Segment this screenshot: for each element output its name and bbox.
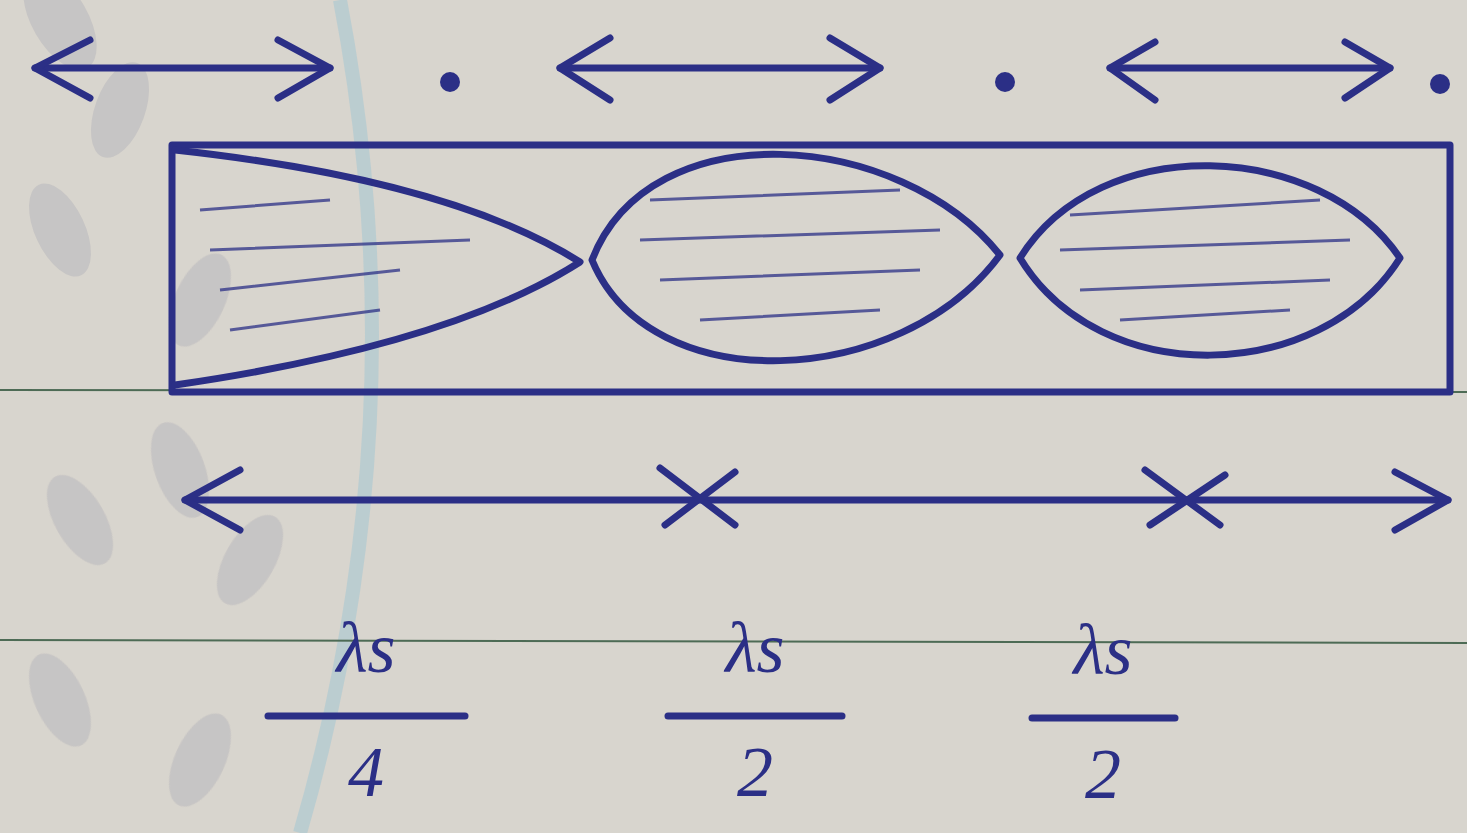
fraction-numerator: λs — [1073, 614, 1132, 686]
fraction-numerator: λs — [336, 612, 395, 684]
fraction-denominator: 2 — [1085, 738, 1121, 810]
watermark — [8, 0, 296, 816]
fraction-numerator: λs — [725, 612, 784, 684]
fraction-denominator: 4 — [348, 736, 384, 808]
fraction-denominator: 2 — [737, 736, 773, 808]
